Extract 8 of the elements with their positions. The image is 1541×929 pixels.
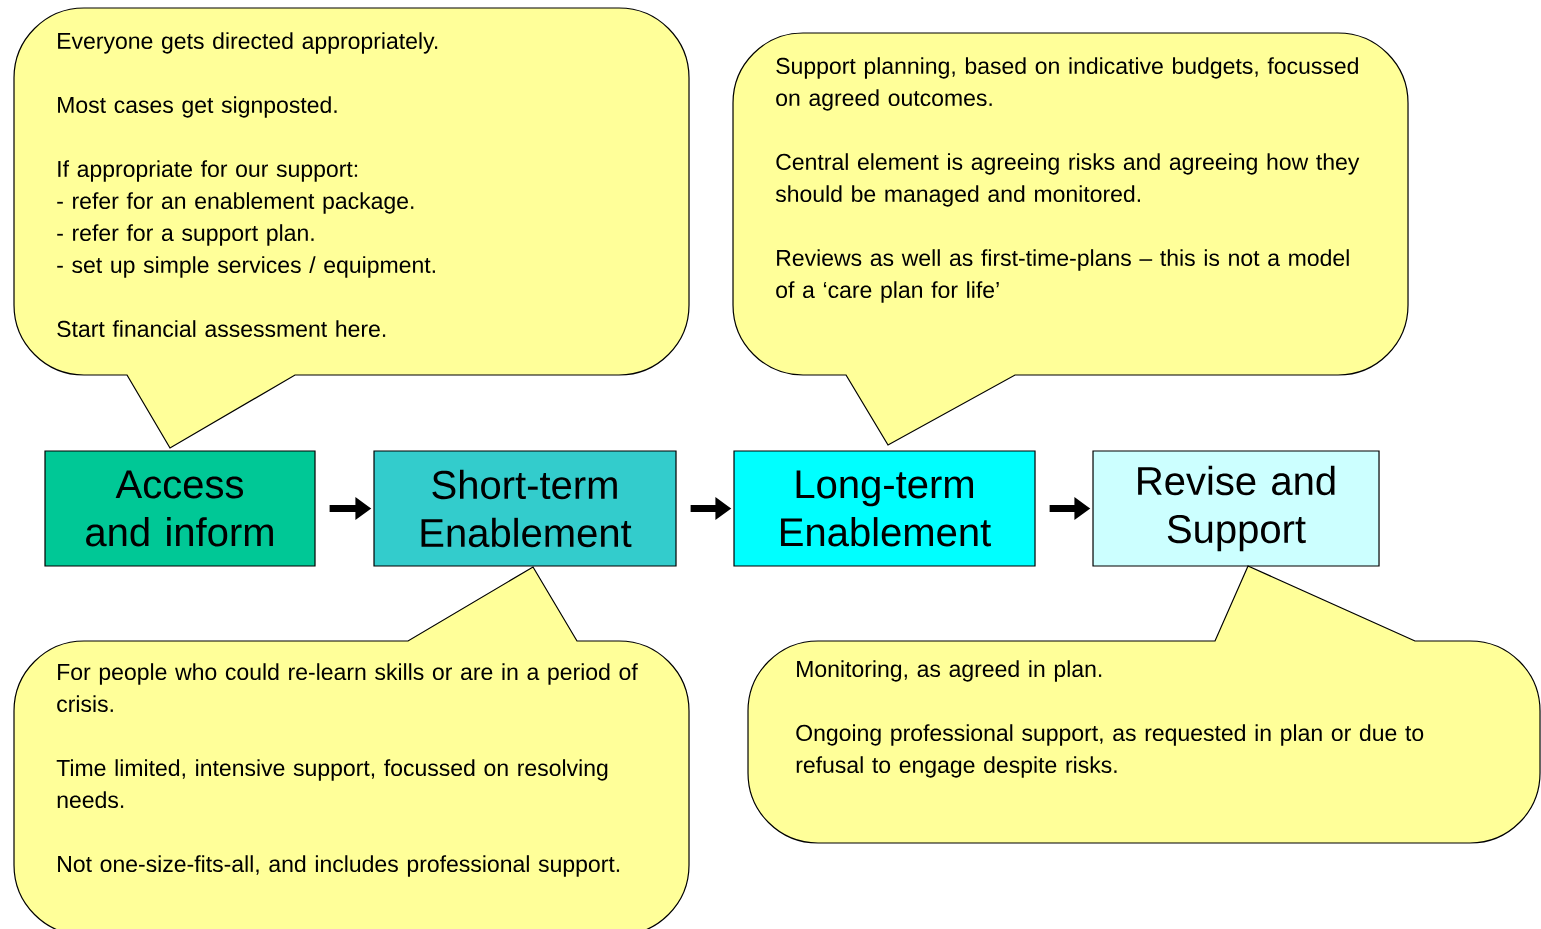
speech-bubble: Monitoring, as agreed in plan. Ongoing professional support, as requested in plan or due to refusal to engage despite risks.: [747, 565, 1541, 844]
speech-bubble: For people who could re-learn skills or are in a period of crisis. Time limited, intensive support, focussed on resolving needs. Not one-size-fits-all, and includes professional support.: [13, 566, 690, 929]
process-box: Long-term Enablement: [733, 450, 1036, 567]
process-box: Revise and Support: [1092, 450, 1380, 567]
speech-bubble: Everyone gets directed appropriately. Most cases get signposted. If appropriate for our support: - refer for an enablement package. - refer for a support plan. - set up simple services / equipment. Start financial assessment here.: [13, 7, 690, 449]
process-box: Access and inform: [44, 450, 316, 567]
process-box: Short-term Enablement: [373, 450, 677, 567]
speech-bubble: Support planning, based on indicative budgets, focussed on agreed outcomes. Central element is agreeing risks and agreeing how they should be managed and monitored. Reviews as well as first-time-plans – this is not a model of a ‘care plan for life’: [732, 32, 1409, 446]
